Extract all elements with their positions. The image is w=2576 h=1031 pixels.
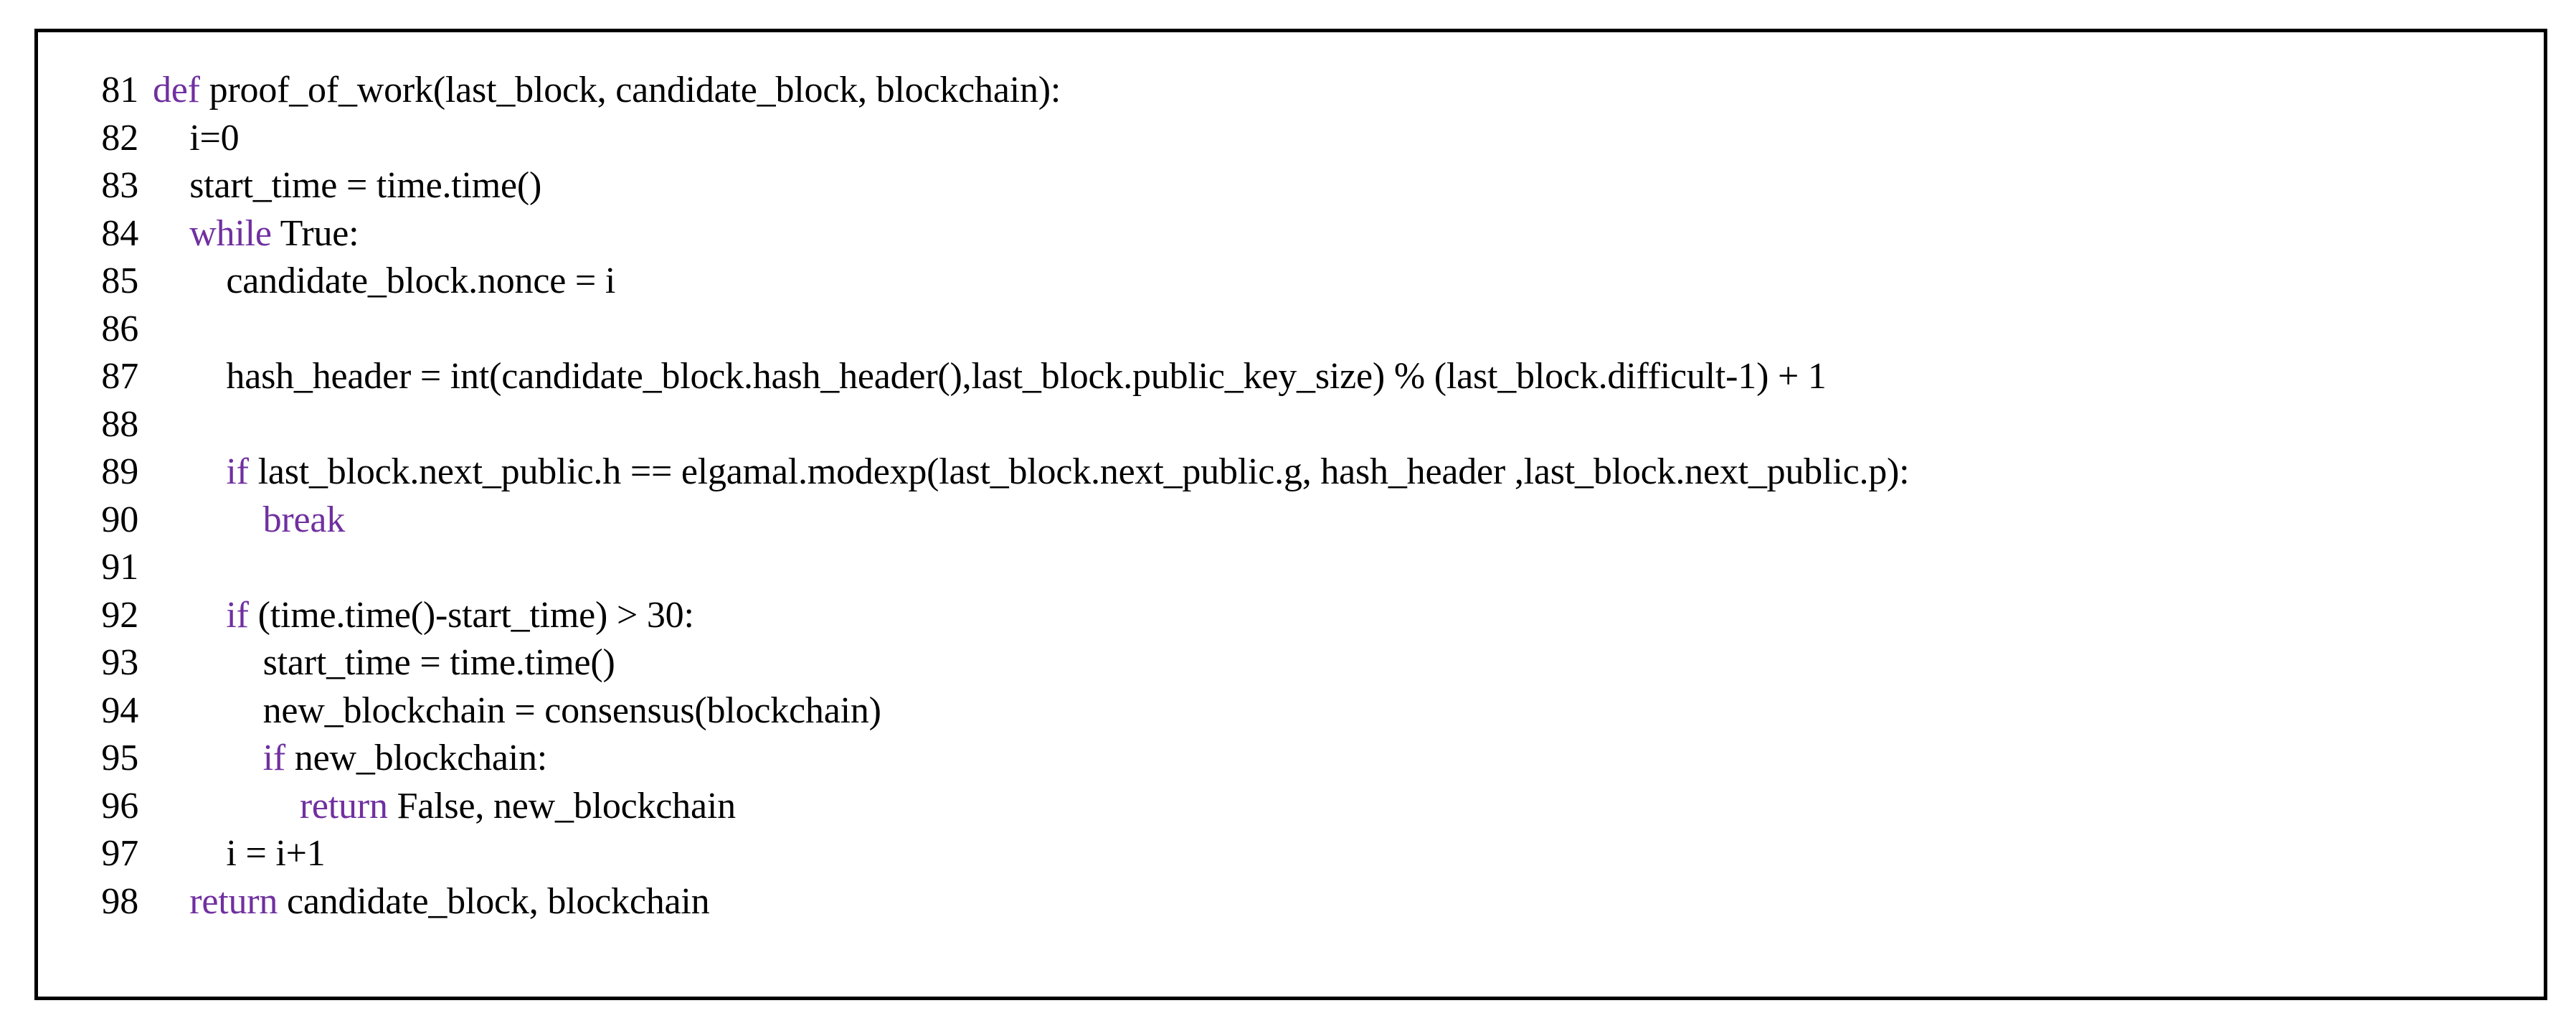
line-number: 88 [101, 403, 138, 445]
code-body: start_time = time.time() [262, 642, 615, 683]
code-line: 94 new_blockchain = consensus(blockchain… [75, 687, 2544, 735]
code-text: i=0 [138, 115, 239, 163]
code-indent [153, 881, 189, 922]
code-line: 82 i=0 [75, 115, 2544, 163]
code-indent [153, 499, 263, 540]
line-number: 89 [101, 451, 138, 492]
line-number: 92 [101, 594, 138, 636]
code-line: 86 [75, 306, 2544, 354]
code-text: hash_header = int(candidate_block.hash_h… [138, 353, 1827, 401]
code-body: last_block.next_public.h == elgamal.mode… [248, 451, 1910, 492]
code-indent [153, 356, 226, 397]
code-text: def proof_of_work(last_block, candidate_… [138, 67, 1061, 115]
code-line: 98 return candidate_block, blockchain [75, 878, 2544, 926]
line-number: 96 [101, 785, 138, 827]
line-number: 81 [101, 70, 138, 110]
code-indent [153, 786, 300, 827]
code-indent [153, 690, 263, 731]
code-body: candidate_block, blockchain [278, 880, 710, 922]
code-text: if new_blockchain: [138, 735, 548, 783]
code-line: 90 break [75, 496, 2544, 545]
code-keyword: while [189, 212, 272, 254]
code-indent [153, 738, 263, 778]
code-text: while True: [138, 210, 359, 258]
line-number: 98 [101, 880, 138, 922]
code-body: hash_header = int(candidate_block.hash_h… [226, 356, 1827, 397]
code-body: False, new_blockchain [387, 785, 737, 827]
line-number: 82 [101, 117, 138, 159]
line-number: 85 [101, 260, 138, 301]
code-keyword: if [226, 594, 249, 636]
code-text: new_blockchain = consensus(blockchain) [138, 687, 881, 735]
line-number: 83 [101, 165, 138, 206]
code-keyword: break [262, 499, 346, 540]
code-keyword: return [299, 785, 388, 827]
code-keyword: if [226, 451, 249, 492]
line-number: 95 [101, 738, 138, 778]
code-line: 83 start_time = time.time() [75, 162, 2544, 210]
code-indent [153, 642, 263, 683]
code-line: 87 hash_header = int(candidate_block.has… [75, 353, 2544, 401]
code-line: 84 while True: [75, 210, 2544, 258]
code-text: return candidate_block, blockchain [138, 878, 709, 926]
code-body: proof_of_work(last_block, candidate_bloc… [199, 70, 1061, 110]
code-body: True: [271, 212, 359, 254]
code-keyword: if [262, 738, 286, 778]
code-keyword: return [189, 880, 278, 922]
code-line: 97 i = i+1 [75, 830, 2544, 878]
code-line: 85 candidate_block.nonce = i [75, 258, 2544, 306]
line-number: 97 [101, 833, 138, 874]
code-text: start_time = time.time() [138, 162, 541, 210]
code-indent [153, 833, 226, 874]
code-indent [153, 213, 189, 254]
code-indent [153, 118, 189, 159]
code-line: 91 [75, 544, 2544, 592]
code-body: new_blockchain: [285, 738, 547, 778]
code-text: candidate_block.nonce = i [138, 258, 615, 306]
line-number: 84 [101, 212, 138, 254]
code-body: candidate_block.nonce = i [226, 260, 616, 301]
line-number: 93 [101, 642, 138, 683]
code-body: i = i+1 [226, 833, 326, 874]
line-number: 86 [101, 308, 138, 349]
code-text: i = i+1 [138, 830, 326, 878]
code-text: start_time = time.time() [138, 639, 615, 687]
code-indent [153, 451, 226, 492]
line-number: 90 [101, 499, 138, 540]
code-indent [153, 595, 226, 636]
code-line: 89 if last_block.next_public.h == elgama… [75, 448, 2544, 496]
code-line: 95 if new_blockchain: [75, 735, 2544, 783]
line-number: 87 [101, 356, 138, 397]
code-body: new_blockchain = consensus(blockchain) [262, 689, 881, 731]
code-body: start_time = time.time() [189, 165, 542, 206]
code-body: i=0 [189, 117, 240, 159]
code-text: return False, new_blockchain [138, 783, 736, 831]
code-body: (time.time()-start_time) > 30: [248, 594, 694, 636]
code-line: 96 return False, new_blockchain [75, 783, 2544, 831]
code-text: if (time.time()-start_time) > 30: [138, 592, 694, 640]
code-text: if last_block.next_public.h == elgamal.m… [138, 448, 1909, 496]
line-number: 91 [101, 547, 138, 588]
line-number: 94 [101, 689, 138, 731]
code-indent [153, 260, 226, 301]
code-line: 92 if (time.time()-start_time) > 30: [75, 592, 2544, 640]
code-line: 88 [75, 401, 2544, 449]
code-line: 93 start_time = time.time() [75, 639, 2544, 687]
code-indent [153, 165, 189, 206]
code-text: break [138, 496, 346, 545]
code-keyword: def [153, 70, 200, 110]
